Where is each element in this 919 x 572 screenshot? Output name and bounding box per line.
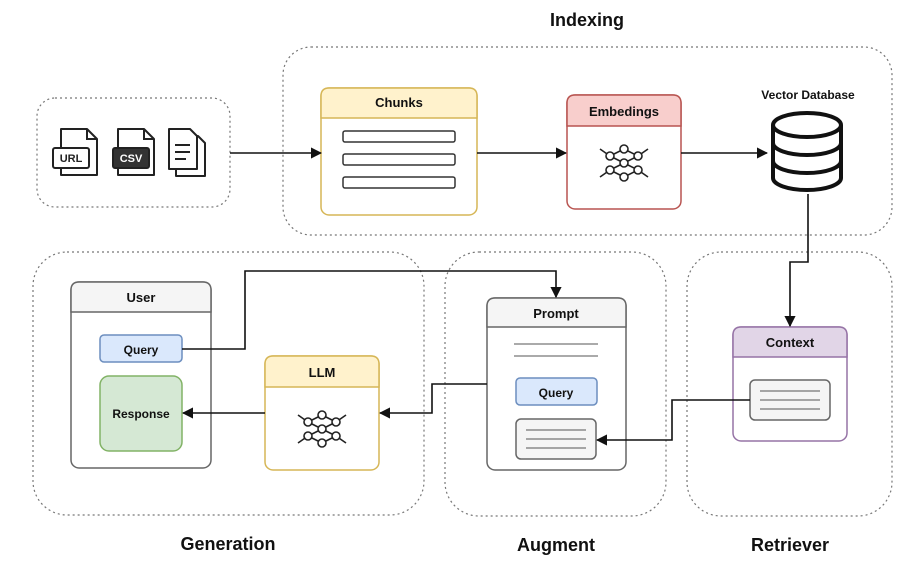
chunks-card: Chunks (320, 87, 478, 216)
embeddings-title: Embedings (589, 104, 659, 119)
arrow-database-to-context (784, 194, 809, 328)
context-card: Context (732, 326, 848, 442)
indexing-group (282, 46, 893, 236)
prompt-query-label: Query (539, 386, 574, 400)
url-file-icon: URL (52, 128, 98, 176)
section-title-indexing: Indexing (550, 10, 624, 30)
user-card: User Query Response (70, 281, 212, 469)
prompt-card: Prompt Query (486, 297, 627, 471)
url-label: URL (60, 153, 83, 165)
prompt-query-box (515, 377, 598, 406)
context-title: Context (766, 335, 815, 350)
llm-card: LLM (264, 355, 380, 471)
arrow-query-to-prompt (182, 270, 562, 350)
section-title-augment: Augment (517, 535, 595, 555)
section-title-generation: Generation (180, 534, 275, 554)
augment-group (444, 251, 667, 517)
database-icon (771, 111, 843, 192)
response-label: Response (112, 407, 170, 421)
llm-title: LLM (309, 365, 336, 380)
chunks-title: Chunks (375, 95, 423, 110)
generation-group (32, 251, 425, 516)
vector-database-label: Vector Database (761, 88, 855, 102)
prompt-title: Prompt (533, 306, 579, 321)
embeddings-card: Embedings (566, 94, 682, 210)
csv-file-icon: CSV (112, 128, 155, 176)
arrow-prompt-to-llm (378, 383, 487, 419)
section-title-retriever: Retriever (751, 535, 829, 555)
documents-icon (168, 128, 206, 177)
chunk-bar (342, 176, 456, 189)
chunk-bar (342, 130, 456, 143)
user-query-label: Query (124, 343, 159, 357)
arrow-context-to-prompt (595, 399, 750, 446)
csv-label: CSV (120, 153, 143, 165)
chunk-bar (342, 153, 456, 166)
user-title: User (127, 290, 156, 305)
